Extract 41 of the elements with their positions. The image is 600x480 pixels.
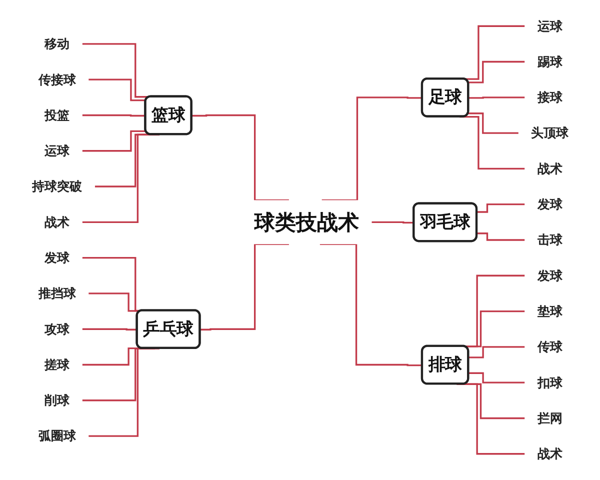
node-text: 削球 xyxy=(44,393,70,408)
node-text: 发球 xyxy=(536,268,562,283)
connector xyxy=(468,372,524,384)
node-text: 运球 xyxy=(536,18,562,34)
connector xyxy=(321,96,422,201)
node-text: 攻球 xyxy=(44,322,70,336)
node-text: 发球 xyxy=(536,197,562,212)
node-text: 战术 xyxy=(536,446,562,462)
node-text: 持球突破 xyxy=(32,179,82,194)
node-text: 接球 xyxy=(536,90,562,105)
node-text: 头顶球 xyxy=(530,126,568,140)
connector xyxy=(82,114,146,117)
connector xyxy=(371,221,414,224)
connector xyxy=(464,310,524,348)
connector xyxy=(82,130,146,152)
connector xyxy=(320,243,422,366)
node-text: 推挡球 xyxy=(38,286,76,301)
node-text: 战术 xyxy=(44,214,70,230)
node-text: 运球 xyxy=(44,144,70,158)
connector xyxy=(476,204,524,213)
connector xyxy=(468,346,524,358)
node-text: 移动 xyxy=(44,36,70,52)
node-text: 垫球 xyxy=(536,304,562,319)
node-text: 击球 xyxy=(536,232,562,248)
node-text: 搓球 xyxy=(44,357,70,372)
connector xyxy=(476,232,524,241)
node-text: 发球 xyxy=(44,250,70,266)
connector xyxy=(200,243,289,330)
connector xyxy=(468,60,524,84)
node-text: 传接球 xyxy=(38,72,76,87)
connector xyxy=(191,114,289,201)
connector xyxy=(468,96,524,99)
node-text: 拦网 xyxy=(536,410,562,426)
node-text: 战术 xyxy=(536,161,562,176)
connector xyxy=(82,328,137,330)
connector xyxy=(88,78,146,102)
node-text: 投篮 xyxy=(44,108,70,123)
node-text: 传球 xyxy=(536,340,562,354)
node-text: 弧圈球 xyxy=(38,428,76,444)
node-text: 踢球 xyxy=(536,54,562,70)
connector xyxy=(468,112,518,134)
